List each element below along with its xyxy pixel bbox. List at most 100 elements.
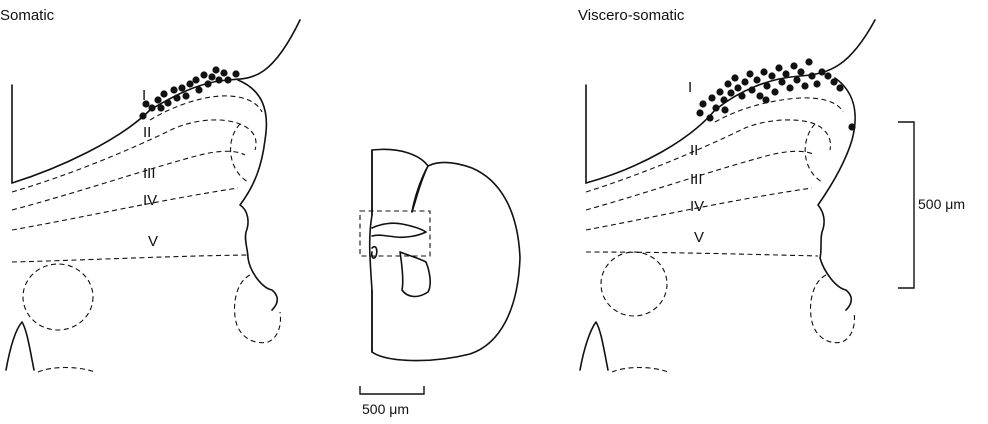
cell-dot xyxy=(154,96,161,103)
cell-dot xyxy=(808,72,815,79)
cell-dot xyxy=(721,106,728,113)
cord-section: 500 μm xyxy=(360,149,520,417)
somatic-boundary-II-III xyxy=(12,120,256,192)
viscero-lamina-I: I xyxy=(688,79,692,96)
cell-dot xyxy=(768,72,775,79)
cell-dot xyxy=(836,84,843,91)
viscero-lamina-V: V xyxy=(694,229,704,246)
somatic-lateral-boundary xyxy=(238,80,277,310)
cell-dot xyxy=(696,109,703,116)
viscero-ventral-arc xyxy=(612,368,668,373)
cell-dot xyxy=(142,100,149,107)
somatic-inner-curve xyxy=(231,124,248,182)
viscero-dorsal-boundary xyxy=(586,20,875,183)
cell-dot xyxy=(848,123,855,130)
somatic-ventral-horn xyxy=(6,322,34,370)
cell-dot xyxy=(756,92,763,99)
viscero-boundary-I-II xyxy=(715,98,843,122)
cell-dot xyxy=(778,78,785,85)
cell-dot xyxy=(801,82,808,89)
cell-dot xyxy=(164,99,171,106)
somatic-ventral-arc xyxy=(38,368,95,373)
cell-dot xyxy=(215,76,222,83)
cell-dot xyxy=(720,96,727,103)
cell-dot xyxy=(748,86,755,93)
somatic-tract-circle xyxy=(23,264,93,330)
somatic-lamina-III: III xyxy=(143,165,156,182)
cell-dot xyxy=(200,71,207,78)
cell-dot xyxy=(734,84,741,91)
cell-dot xyxy=(173,94,180,101)
cell-dot xyxy=(782,70,789,77)
cell-dot xyxy=(157,104,164,111)
cell-dot xyxy=(731,74,738,81)
viscero-lamina-II: II xyxy=(690,142,698,159)
cell-dot xyxy=(760,68,767,75)
viscero-lamina-IV: IV xyxy=(690,198,704,215)
somatic-lamina-IV: IV xyxy=(143,192,157,209)
cell-dot xyxy=(741,78,748,85)
cell-dot xyxy=(170,86,177,93)
somatic-lamina-II: II xyxy=(143,124,151,141)
right-scale-label: 500 μm xyxy=(918,196,965,212)
viscero-lateral-boundary xyxy=(818,78,855,310)
cell-dot xyxy=(805,58,812,65)
cord-grey-ventral xyxy=(400,252,430,296)
cell-dot xyxy=(204,80,211,87)
cell-dot xyxy=(786,84,793,91)
cell-dot xyxy=(771,88,778,95)
cell-dot xyxy=(139,112,146,119)
cell-dot xyxy=(818,68,825,75)
cell-dot xyxy=(724,80,731,87)
cell-dot xyxy=(178,84,185,91)
cell-dot xyxy=(716,88,723,95)
right-scale-bar xyxy=(898,122,914,288)
cell-dot xyxy=(763,82,770,89)
cell-dot xyxy=(160,90,167,97)
cell-dot xyxy=(762,96,769,103)
cell-dot xyxy=(727,89,734,96)
viscero-somatic-panel: Viscero-somatic I II III IV V xyxy=(578,7,965,372)
somatic-cell-dots xyxy=(139,66,239,119)
cord-dorsal-horn xyxy=(372,223,426,237)
cell-dot xyxy=(192,76,199,83)
cell-dot xyxy=(182,92,189,99)
cell-dot xyxy=(706,114,713,121)
viscero-boundary-II-III xyxy=(586,120,830,192)
cell-dot xyxy=(797,68,804,75)
center-scale-label: 500 μm xyxy=(362,401,409,417)
cell-dot xyxy=(746,70,753,77)
cell-dot xyxy=(753,76,760,83)
viscero-tract-circle xyxy=(601,252,667,316)
cell-dot xyxy=(212,66,219,73)
center-scale-bar xyxy=(360,386,424,394)
cell-dot xyxy=(775,64,782,71)
somatic-panel: Somatic I II III IV V xyxy=(0,7,300,372)
cell-dot xyxy=(708,94,715,101)
somatic-boundary-V xyxy=(12,255,248,262)
viscero-somatic-title: Viscero-somatic xyxy=(578,7,685,24)
cell-dot xyxy=(824,72,831,79)
cell-dot xyxy=(830,78,837,85)
cell-dot xyxy=(208,73,215,80)
cell-dot xyxy=(232,70,239,77)
cell-dot xyxy=(699,100,706,107)
cell-dot xyxy=(220,69,227,76)
cell-dot xyxy=(186,80,193,87)
viscero-inner-curve xyxy=(805,124,822,182)
cell-dot xyxy=(793,76,800,83)
cell-dot xyxy=(813,80,820,87)
somatic-lamina-V: V xyxy=(148,233,158,250)
somatic-boundary-IV-V xyxy=(12,188,238,230)
cell-dot xyxy=(148,104,155,111)
cell-dot xyxy=(790,62,797,69)
cord-outline xyxy=(370,149,520,360)
viscero-ventral-horn xyxy=(580,322,608,370)
cell-dot xyxy=(738,92,745,99)
viscero-lamina-III: III xyxy=(690,171,703,188)
cell-dot xyxy=(712,104,719,111)
cell-dot xyxy=(195,86,202,93)
somatic-title: Somatic xyxy=(0,7,55,24)
viscero-boundary-V xyxy=(586,252,818,256)
